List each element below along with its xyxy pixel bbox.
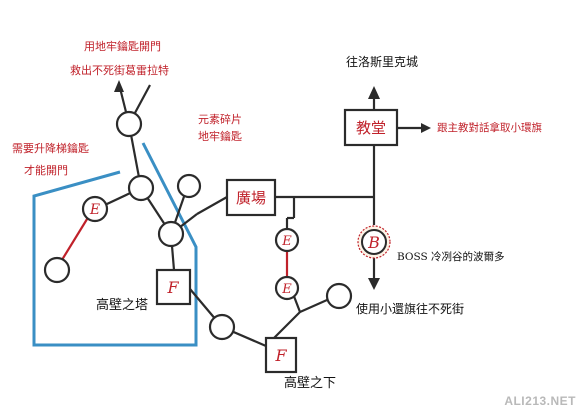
label-lift-key-line1: 需要升降梯鑰匙 bbox=[12, 142, 89, 155]
label-shard-line2: 地牢鑰匙 bbox=[198, 130, 242, 143]
node-junction-left bbox=[127, 174, 155, 202]
church-label: 教堂 bbox=[356, 119, 386, 137]
label-below-high-wall: 高壁之下 bbox=[284, 376, 337, 391]
label-flag-use: 使用小還旗往不死街 bbox=[356, 302, 465, 316]
label-lift-key: 需要升降梯鑰匙 才能開門 bbox=[12, 142, 89, 178]
label-lift-key-line2: 才能開門 bbox=[24, 164, 68, 177]
bonfire-box-tower bbox=[155, 268, 192, 306]
label-boss-info: BOSS 冷冽谷的波爾多 bbox=[397, 251, 505, 263]
bonfire-letter-tower: F bbox=[166, 278, 179, 297]
enemy-node-lower bbox=[274, 275, 300, 301]
label-key-gate: 用地牢鑰匙開門 救出不死街葛雷拉特 bbox=[70, 40, 169, 78]
label-shard-line1: 元素碎片 bbox=[198, 113, 242, 126]
enemy-letter-lower: E bbox=[281, 282, 292, 297]
label-church-quest: 跟主教對話拿取小環旗 bbox=[437, 122, 542, 134]
node-right-end bbox=[325, 282, 353, 310]
plaza-box bbox=[225, 178, 277, 217]
node-junction-center bbox=[157, 220, 185, 248]
node-lower-bridge bbox=[208, 313, 236, 341]
boss-letter: B bbox=[367, 233, 380, 252]
plaza-label: 廣場 bbox=[236, 189, 266, 207]
route-arrows bbox=[114, 80, 431, 290]
label-key-gate-line1: 用地牢鑰匙開門 bbox=[84, 40, 161, 53]
church-box bbox=[343, 108, 399, 147]
watermark: ALI213.NET bbox=[504, 394, 576, 408]
high-wall-tower-zone-outline bbox=[32, 142, 198, 347]
node-top bbox=[115, 110, 143, 138]
label-shard-key: 元素碎片 地牢鑰匙 bbox=[198, 113, 242, 144]
boss-node bbox=[361, 229, 387, 255]
enemy-node-left bbox=[81, 195, 109, 223]
enemy-letter-left: E bbox=[89, 202, 100, 218]
node-shard-key bbox=[176, 173, 202, 199]
enemy-letter-upper: E bbox=[281, 234, 292, 249]
bonfire-box-below bbox=[264, 336, 298, 374]
enemy-node-upper bbox=[274, 227, 300, 253]
label-to-lostbelit: 往洛斯里克城 bbox=[346, 55, 419, 69]
bonfire-letter-below: F bbox=[274, 346, 287, 365]
node-lower-left bbox=[43, 256, 71, 284]
label-high-wall-tower: 高壁之塔 bbox=[96, 298, 149, 313]
label-key-gate-line2: 救出不死街葛雷拉特 bbox=[70, 64, 169, 77]
